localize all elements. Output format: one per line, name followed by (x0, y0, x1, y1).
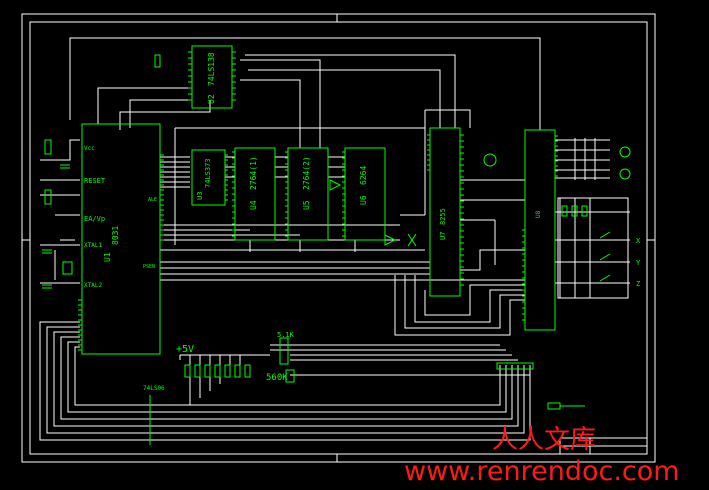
motor-1 (619, 146, 631, 158)
chip-labels: U1 8031 U2 74LS138 U3 74LS373 U4 2764(1)… (103, 52, 542, 262)
chip-u2-74ls138 (191, 45, 233, 109)
chip-u1-8031 (81, 123, 161, 355)
motor-2 (619, 168, 631, 180)
pin-vcc: Vcc (84, 145, 95, 152)
pin-psen: PSEN (143, 264, 155, 270)
connector (496, 362, 534, 370)
u4-ref: U4 (249, 200, 258, 210)
axis-z-label: Z (636, 280, 640, 288)
components (42, 45, 631, 445)
crystal (62, 261, 73, 275)
pin-reset: RESET (84, 177, 106, 185)
u6-name: 6264 (359, 166, 368, 185)
u5-ref: U5 (302, 200, 311, 210)
pin-ticks (78, 51, 558, 351)
axis-y-label: Y (636, 259, 641, 267)
u2-ref: U2 (207, 94, 216, 104)
inverter-label: 74LS06 (143, 385, 165, 392)
u1-name: 8031 (111, 226, 120, 245)
pin-ale: ALE (148, 197, 157, 203)
wiring (39, 37, 630, 441)
chip-u3-74ls373 (191, 149, 226, 206)
pin-xtal1: XTAL1 (84, 242, 102, 249)
watermark-cn: 人人文库 (492, 425, 596, 455)
u5-name: 2764(2) (302, 156, 311, 190)
u3-ref: U3 (196, 192, 204, 200)
res-bottom-label: 560K (266, 373, 288, 383)
u2-name: 74LS138 (207, 52, 216, 86)
u3-name: 74LS373 (204, 158, 212, 188)
chip-u7-8255 (429, 127, 461, 297)
axis-x-label: X (636, 237, 641, 245)
supply-label: +5V (176, 344, 194, 355)
res-top-label: 5.1K (277, 331, 295, 339)
pin-xtal2: XTAL2 (84, 282, 102, 289)
u7-ref: U7 (439, 232, 447, 240)
misc-labels: +5V 5.1K 560K 74LS06 X Y Z (143, 237, 641, 392)
pin-labels: Vcc RESET EA/Vp XTAL1 XTAL2 ALE PSEN (84, 145, 157, 289)
u8-ref: U8 (535, 210, 542, 218)
u1-ref: U1 (103, 252, 112, 262)
u6-ref: U6 (359, 195, 368, 205)
u7-name: 8255 (439, 208, 447, 225)
pin-ea: EA/Vp (84, 215, 105, 223)
chip-u6-6264 (344, 147, 386, 241)
title-block (559, 437, 648, 455)
chip-u8-driver (524, 129, 556, 331)
watermark-url[interactable]: www.renrendoc.com (404, 456, 680, 487)
motor-3 (483, 153, 497, 167)
u4-name: 2764(1) (249, 156, 258, 190)
drawing-frame (21, 13, 656, 463)
